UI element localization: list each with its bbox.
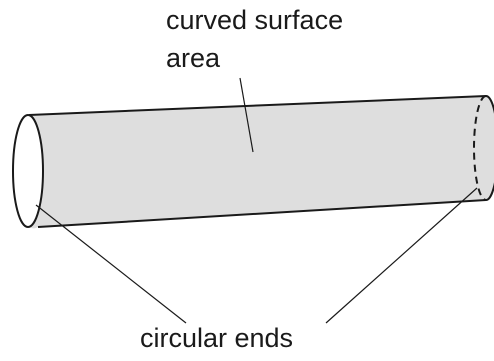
right-end-hidden-arc [473,95,487,201]
curved-surface [13,96,494,229]
left-end-leader [35,204,187,324]
cylinder-bottom-edge [37,199,487,228]
curved-surface-label-line2: area [166,43,221,73]
left-circular-end [12,114,44,228]
curved-surface-label-line1: curved surface [166,5,344,35]
circular-ends-label: circular ends [140,323,294,353]
right-end-visible-arc [485,95,494,201]
right-end-leader [325,187,478,324]
curved-surface-leader [239,77,254,153]
cylinder-top-edge [28,95,487,116]
